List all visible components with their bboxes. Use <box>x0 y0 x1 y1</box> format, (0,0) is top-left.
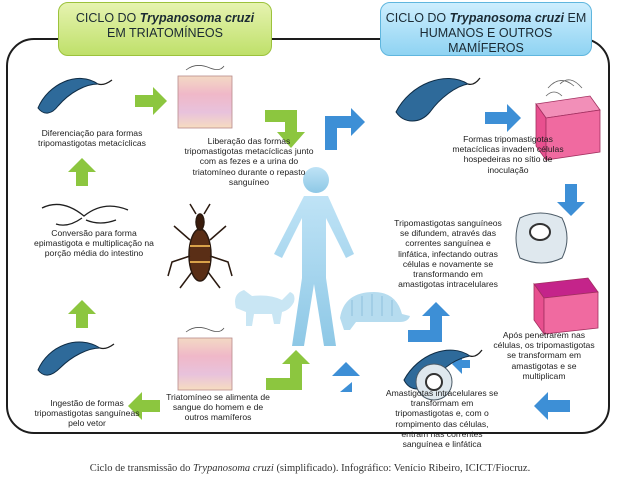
header-left-line2: EM TRIATOMÍNEOS <box>107 26 223 40</box>
header-left-prefix: CICLO DO <box>75 11 140 25</box>
label-ingestao: Ingestão de formas tripomastigotas sangu… <box>34 398 140 429</box>
header-right-line2: HUMANOS E OUTROS MAMÍFEROS <box>419 26 553 55</box>
infected-cell-bottom <box>533 277 599 336</box>
cycle-frame <box>6 38 610 434</box>
arrow-right-icon-blue <box>485 104 521 132</box>
arrow-up-corner-icon <box>266 350 310 390</box>
label-amastigotas-intracelulares: Amastigotas intracelulares se transforma… <box>385 388 499 450</box>
arrow-up-left-corner-icon <box>332 362 360 392</box>
caption-prefix: Ciclo de transmissão do <box>89 463 193 474</box>
header-left-species: Trypanosoma cruzi <box>139 11 255 25</box>
arrow-up-corner-icon-blue <box>408 302 450 342</box>
header-right-species: Trypanosoma cruzi <box>449 11 565 25</box>
figure-caption: Ciclo de transmissão do Trypanosoma cruz… <box>0 463 620 474</box>
label-difundem: Tripomastigotas sanguíneos se difundem, … <box>394 218 502 290</box>
arrow-left-icon-blue <box>534 392 570 420</box>
trypanosome-icons <box>37 77 472 390</box>
infected-cell-top <box>535 79 601 162</box>
arrow-left-icon <box>128 392 160 420</box>
label-formas-invadem: Formas tripomastigotas metacíclicas inva… <box>452 134 564 175</box>
arrow-up-icon-2 <box>68 300 96 328</box>
skin-block-bottom <box>177 327 233 391</box>
amastigote-cell-icon <box>415 363 453 401</box>
green-arrows <box>68 87 310 420</box>
header-right-suffix: EM <box>564 11 587 25</box>
host-cell-icon <box>515 212 568 264</box>
trypomastigote-icon-2 <box>395 78 470 122</box>
arrow-up-icon <box>68 158 96 186</box>
armadillo-icon <box>340 292 410 330</box>
label-conversao: Conversão para forma epimastigota e mult… <box>34 228 154 259</box>
arrow-down-corner-icon <box>265 110 305 148</box>
human-silhouette-icon <box>274 167 354 346</box>
caption-suffix: (simplificado). Infográfico: Venício Rib… <box>273 463 531 474</box>
label-triatomineo-alimenta: Triatomíneo se alimenta de sangue do hom… <box>166 392 270 423</box>
triatomine-bug-icon <box>167 203 233 289</box>
epimastigote-icon <box>41 203 129 226</box>
arrow-down-icon-blue <box>557 184 585 216</box>
arrow-left-small-icon <box>452 354 470 374</box>
dog-icon <box>235 290 295 326</box>
label-liberacao: Liberação das formas tripomastigotas met… <box>184 136 314 187</box>
skin-block-top <box>177 65 233 129</box>
label-apos-penetrarem: Após penetrarem nas células, os tripomas… <box>493 330 595 381</box>
label-diferenciacao: Diferenciação para formas tripomastigota… <box>38 128 146 149</box>
caption-species: Trypanosoma cruzi <box>193 463 274 474</box>
blue-arrows <box>325 104 585 420</box>
trypomastigote-icon-1 <box>37 77 100 114</box>
header-right-prefix: CICLO DO <box>385 11 450 25</box>
arrow-right-icon <box>135 87 167 115</box>
trypomastigote-icon-3 <box>37 341 102 376</box>
header-humanos: CICLO DO Trypanosoma cruzi EM HUMANOS E … <box>380 2 592 56</box>
flagella <box>41 77 483 358</box>
header-triatomineos: CICLO DO Trypanosoma cruzi EM TRIATOMÍNE… <box>58 2 272 56</box>
arrow-up-right-corner-icon <box>325 108 365 150</box>
